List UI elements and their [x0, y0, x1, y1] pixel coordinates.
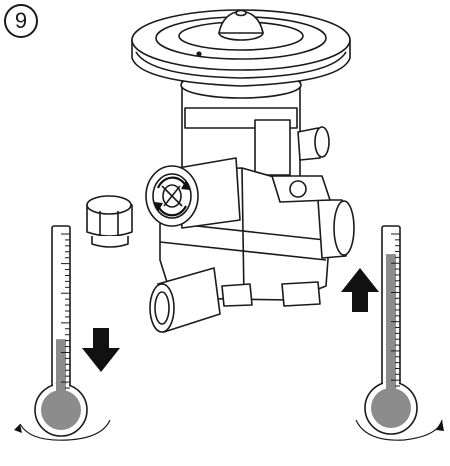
right-outlet-face [333, 200, 355, 256]
thermometer-mercury-bulb [371, 388, 411, 428]
bottom-lug-right [281, 281, 321, 307]
cap-thread [91, 236, 129, 248]
cap-plug-icon [86, 195, 133, 248]
left-outlet-bore [154, 291, 170, 325]
arrow-up-icon [341, 268, 379, 312]
thermometer-icon [34, 225, 88, 437]
adjust-flat-2 [163, 185, 181, 207]
bottom-lug-left [221, 283, 253, 307]
rotate-arrowhead-2 [154, 202, 163, 212]
top-boss-port [289, 180, 307, 198]
rotate-arrowhead-1 [181, 180, 190, 190]
step-number: 9 [14, 8, 28, 33]
thermometer-icon [364, 225, 418, 435]
valve-side-nozzle-end [314, 126, 330, 158]
valve-neck-recess [254, 119, 291, 176]
left-rotate-hint [19, 419, 111, 441]
right-rotate-hint-head [436, 420, 444, 431]
step-number-badge: 9 [4, 4, 38, 38]
diaphragm-rim-line [135, 51, 347, 79]
thermometer-mercury [56, 339, 66, 398]
right-rotate-hint [355, 419, 443, 441]
thermometer-mercury [386, 254, 396, 396]
valve-side-nozzle [297, 127, 321, 161]
valve-icon [131, 9, 355, 333]
thermometer-mercury-bulb [41, 390, 81, 430]
valve-body-edge [241, 167, 245, 299]
diaphragm-screw [196, 51, 202, 57]
arrow-down-icon [82, 328, 120, 372]
rotate-arrow-icon [156, 176, 187, 217]
diaphragm-cap-tip [235, 9, 247, 17]
left-rotate-hint-head [14, 424, 22, 433]
cap-top [86, 195, 132, 215]
